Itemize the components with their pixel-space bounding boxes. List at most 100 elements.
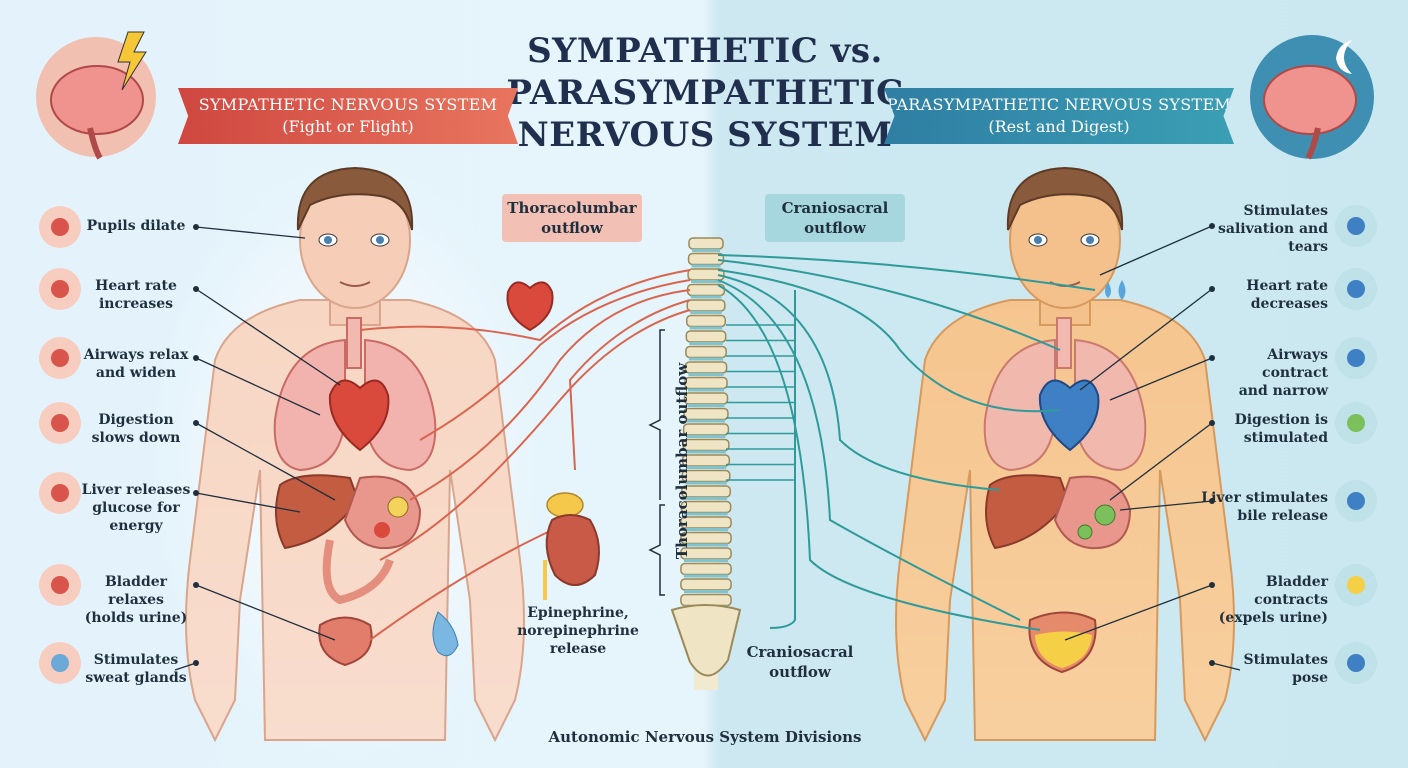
intervertebral-disc	[687, 404, 725, 407]
vertebra	[685, 330, 727, 343]
intervertebral-disc	[689, 326, 723, 330]
intervertebral-disc	[690, 295, 722, 299]
parasympathetic-effect-2: Heart rate decreases	[1200, 277, 1328, 313]
intervertebral-disc	[687, 419, 725, 423]
effect-text-line: increases	[98, 296, 174, 312]
effect-text-line: Airways contract	[1262, 347, 1328, 381]
effect-text-line: Heart rate	[1246, 278, 1328, 294]
sympathetic-banner: SYMPATHETIC NERVOUS SYSTEM (Fight or Fli…	[178, 88, 518, 144]
leader-line	[195, 288, 341, 386]
parasympathetic-banner: PARASYMPATHETIC NERVOUS SYSTEM (Rest and…	[884, 88, 1234, 144]
intervertebral-disc	[692, 249, 720, 252]
craniosacral-bottom-label: Craniosacral outflow	[740, 642, 860, 682]
intervertebral-disc	[685, 466, 727, 469]
effect-text-line: Digestion	[98, 412, 174, 428]
sympathetic-effect-3: Airways relax and widen	[76, 346, 196, 382]
adrenal-line-3: release	[549, 641, 607, 657]
effect-text-line: and widen	[95, 365, 177, 381]
intervertebral-disc	[683, 543, 729, 547]
sympathetic-title: SYMPATHETIC NERVOUS SYSTEM	[198, 95, 498, 114]
intervertebral-disc	[685, 481, 727, 485]
intervertebral-disc	[691, 264, 721, 268]
effect-text-line: Pupils dilate	[86, 218, 186, 234]
vertebra	[684, 376, 728, 390]
craniosacral-outflow-box: Craniosacral outflow	[765, 194, 905, 242]
effect-text-line: pose	[1292, 670, 1328, 686]
parasympathetic-subtitle: (Rest and Digest)	[988, 117, 1130, 136]
vertebra	[688, 237, 724, 250]
vertebra	[680, 562, 732, 576]
effect-text-line: sweat glands	[85, 670, 187, 686]
sympathetic-subtitle: (Fight or Flight)	[282, 117, 414, 136]
thoracolumbar-vertical-label: Thoracolumbar outflow	[673, 362, 691, 560]
vertebra	[680, 593, 732, 607]
lungs-icon-glyph	[51, 349, 69, 367]
parasympathetic-title: PARASYMPATHETIC NERVOUS SYSTEM	[886, 95, 1232, 114]
vertebra	[685, 345, 727, 359]
effect-text-line: Airways relax	[83, 347, 189, 363]
lungs-icon-glyph	[1347, 349, 1365, 367]
effect-text-line: stimulated	[1243, 430, 1328, 446]
thoracolumbar-outflow-box: Thoracolumbar outflow	[502, 194, 642, 242]
effect-text-line: (holds urine)	[84, 610, 188, 626]
parasympathetic-brain-badge	[1250, 35, 1374, 160]
craniosacral-box-line-2: outflow	[804, 219, 866, 237]
thoracolumbar-box-line-2: outflow	[541, 219, 603, 237]
sweat-drop-icon-glyph	[51, 654, 69, 672]
adrenal-line-1: Epinephrine,	[527, 605, 629, 621]
effect-text-line: tears	[1288, 239, 1328, 255]
adrenal-label: Epinephrine, norepinephrine release	[508, 604, 648, 658]
leader-line	[195, 422, 336, 501]
effect-text-line: glucose for	[92, 500, 180, 516]
leader-line	[1211, 662, 1241, 671]
heart-pulse-icon-glyph	[1347, 280, 1365, 298]
parasympathetic-body	[895, 166, 1235, 743]
effect-text-line: Stimulates	[1243, 652, 1328, 668]
effect-text-line: Liver stimulates	[1201, 490, 1328, 506]
eye-icon-glyph	[51, 218, 69, 236]
sympathetic-effect-1: Pupils dilate	[76, 217, 196, 235]
intervertebral-disc	[688, 357, 724, 361]
intervertebral-disc	[683, 574, 729, 578]
bladder-icon-glyph	[51, 576, 69, 594]
leader-line	[195, 226, 306, 239]
leader-line	[1099, 225, 1213, 276]
effect-text-line: salivation and	[1217, 221, 1328, 237]
leader-line	[195, 584, 336, 641]
stomach-icon-glyph	[1347, 414, 1365, 432]
leader-line	[1079, 288, 1213, 391]
intervertebral-disc	[686, 450, 726, 454]
intervertebral-disc	[690, 311, 722, 314]
intervertebral-disc	[683, 528, 729, 531]
intervertebral-disc	[683, 590, 729, 593]
effect-text-line: Bladder contracts	[1254, 574, 1328, 608]
leader-line	[1119, 500, 1213, 511]
sympathetic-brain-badge	[36, 31, 156, 160]
effect-text-line: slows down	[91, 430, 181, 446]
spine	[670, 237, 795, 690]
effect-text-line: decreases	[1250, 296, 1328, 312]
effect-text-line: (expels urine)	[1218, 610, 1328, 626]
sympathetic-effect-6: Bladder relaxes(holds urine)	[76, 573, 196, 627]
leader-line	[1109, 422, 1213, 501]
parasympathetic-effect-6: Bladder contracts (expels urine)	[1200, 573, 1328, 627]
floating-heart	[506, 281, 554, 332]
heart-pulse-icon-glyph	[51, 280, 69, 298]
intervertebral-disc	[688, 373, 724, 376]
liver-icon-glyph	[1347, 492, 1365, 510]
stomach-icon-glyph	[51, 414, 69, 432]
thoracolumbar-bracket	[648, 329, 665, 500]
effect-text-line: bile release	[1237, 508, 1328, 524]
intervertebral-disc	[684, 512, 728, 516]
leader-line	[1064, 584, 1213, 641]
parasympathetic-effect-7: Stimulates pose	[1200, 651, 1328, 687]
leader-line	[195, 492, 301, 513]
craniosacral-bottom-line-1: Craniosacral	[746, 643, 854, 661]
effect-text-line: and narrow	[1238, 383, 1328, 399]
effect-text-line: Liver releases	[81, 482, 191, 498]
